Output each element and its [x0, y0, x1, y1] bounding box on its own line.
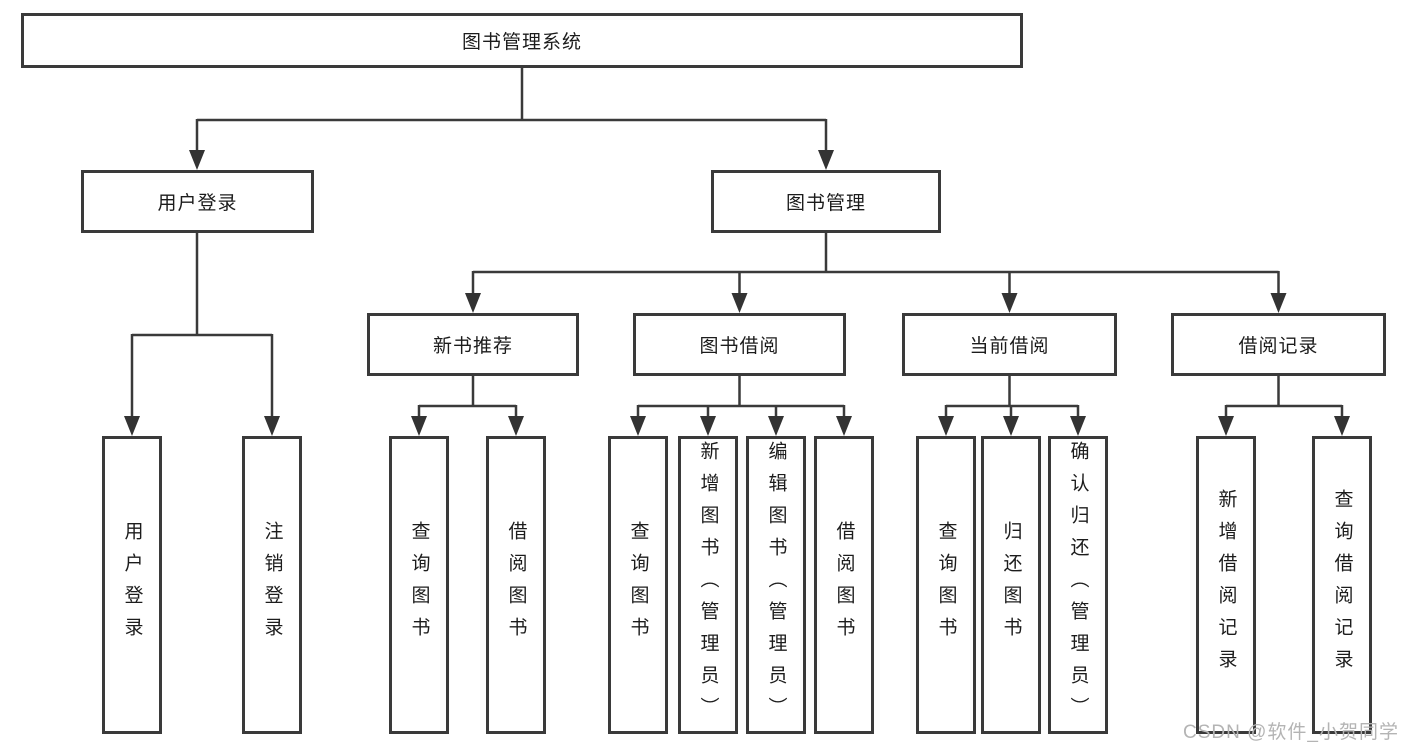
leaf-label: 借阅图书 [505, 521, 527, 649]
leaf-label: 借阅图书 [833, 521, 855, 649]
csdn-watermark: CSDN @软件_小贺同学 [1183, 722, 1399, 743]
node-book-management: 图书管理 [711, 170, 941, 233]
node-book-borrow: 图书借阅 [633, 313, 846, 376]
node-current-borrow: 当前借阅 [902, 313, 1117, 376]
arrow-down-icons [124, 150, 1350, 436]
leaf-logout: 注销登录 [242, 436, 302, 734]
leaf-add-book-admin: 新增图书（管理员） [678, 436, 738, 734]
leaf-label: 查询图书 [935, 521, 957, 649]
leaf-query-book-recommend: 查询图书 [389, 436, 449, 734]
leaf-edit-book-admin: 编辑图书（管理员） [746, 436, 806, 734]
node-library-management-system: 图书管理系统 [21, 13, 1023, 68]
leaf-label: 确认归还（管理员） [1067, 441, 1089, 729]
leaf-return-book: 归还图书 [981, 436, 1041, 734]
leaf-label: 新增借阅记录 [1215, 489, 1237, 681]
leaf-query-book-current: 查询图书 [916, 436, 976, 734]
leaf-query-borrow-record: 查询借阅记录 [1312, 436, 1372, 734]
leaf-label: 查询图书 [408, 521, 430, 649]
leaf-confirm-return-admin: 确认归还（管理员） [1048, 436, 1108, 734]
leaf-label: 编辑图书（管理员） [765, 441, 787, 729]
leaf-label: 归还图书 [1000, 521, 1022, 649]
node-borrow-record: 借阅记录 [1171, 313, 1386, 376]
leaf-label: 新增图书（管理员） [697, 441, 719, 729]
leaf-borrow-book: 借阅图书 [814, 436, 874, 734]
leaf-add-borrow-record: 新增借阅记录 [1196, 436, 1256, 734]
leaf-label: 查询借阅记录 [1331, 489, 1353, 681]
node-user-login: 用户登录 [81, 170, 314, 233]
leaf-label: 用户登录 [121, 521, 143, 649]
leaf-label: 查询图书 [627, 521, 649, 649]
leaf-query-book-borrow: 查询图书 [608, 436, 668, 734]
leaf-user-login: 用户登录 [102, 436, 162, 734]
leaf-label: 注销登录 [261, 521, 283, 649]
leaf-borrow-book-recommend: 借阅图书 [486, 436, 546, 734]
node-new-book-recommend: 新书推荐 [367, 313, 579, 376]
